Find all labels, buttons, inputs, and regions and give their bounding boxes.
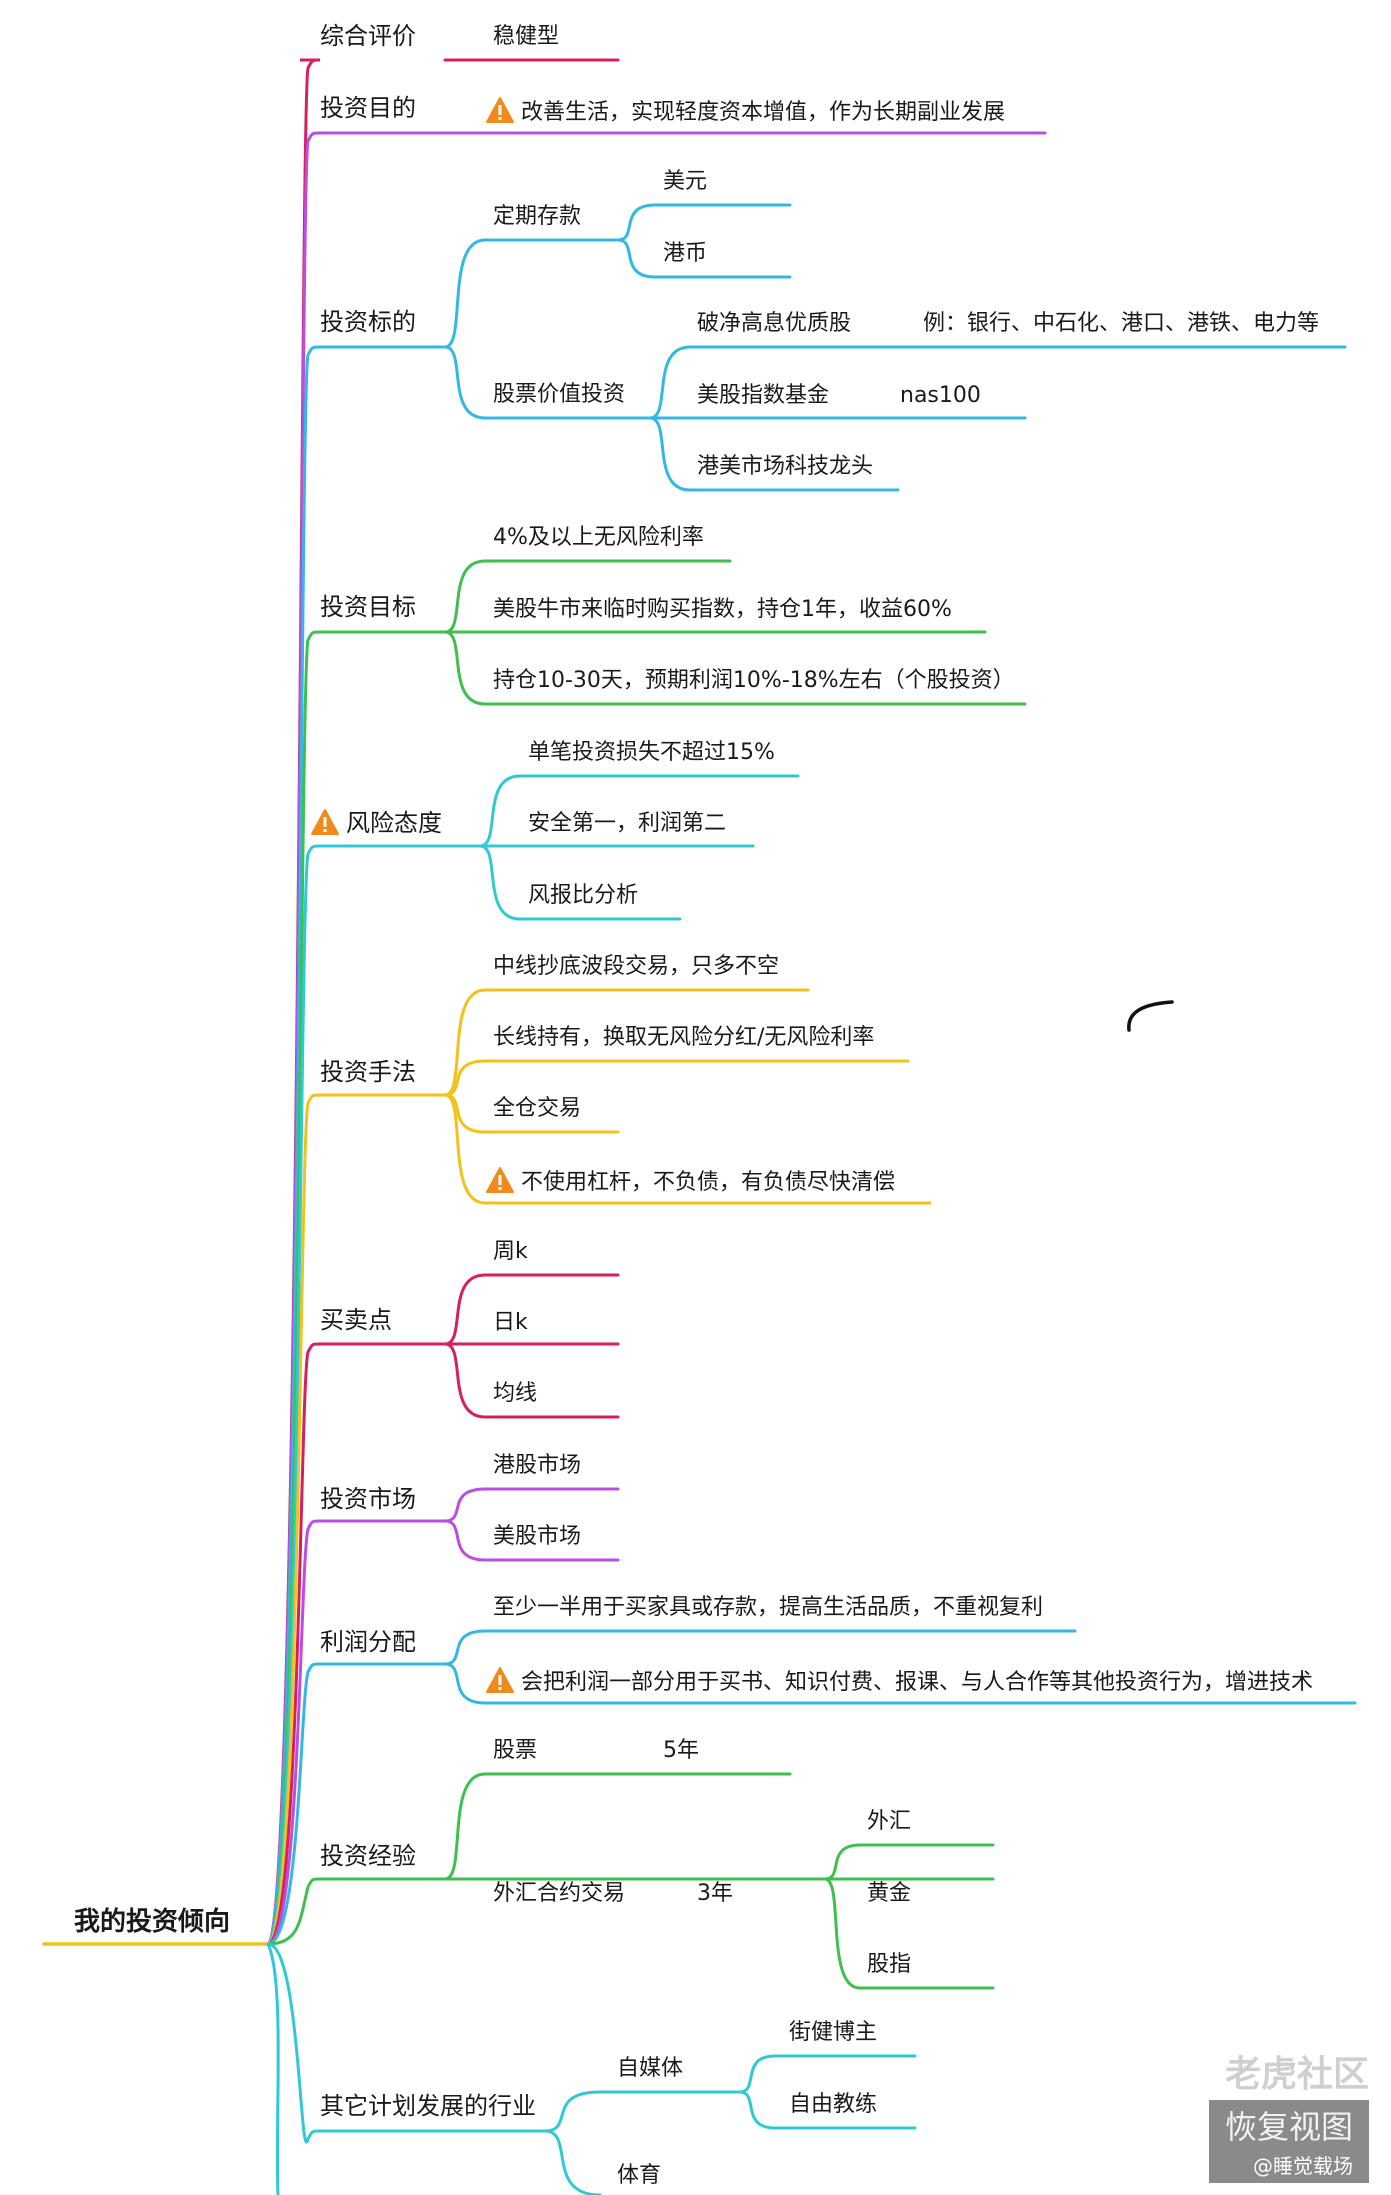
node-swing-trading[interactable]: 中线抄底波段交易，只多不空 [493,954,780,979]
watermark: 老虎社区 恢复视图 @睡觉载场 [1208,2054,1369,2183]
node-freelance-coach[interactable]: 自由教练 [789,2092,878,2117]
node-goal-us-bull-market[interactable]: 美股牛市来临时购买指数，持仓1年，收益60% [493,597,952,622]
node-street-workout-blogger[interactable]: 街健博主 [789,2020,878,2045]
node-stock-index[interactable]: 股指 [867,1952,912,1977]
connector-line [443,1273,487,1346]
connector-line [823,1843,862,1881]
pen-stroke-mark [1127,1000,1174,1032]
node-profit-reinvest[interactable]: 会把利润一部分用于买书、知识付费、报课、与人合作等其他投资行为，增进技术 [485,1666,1313,1697]
node-tech-leaders[interactable]: 港美市场科技龙头 [697,454,874,479]
node-profit-half[interactable]: 至少一半用于买家具或存款，提高生活品质，不重视复利 [493,1595,1044,1620]
branch-connector [267,1877,445,1946]
node-value-investing[interactable]: 股票价值投资 [493,382,626,407]
node-goal-risk-free-rate[interactable]: 4%及以上无风险利率 [493,525,704,550]
root-topic[interactable]: 我的投资倾向 [74,1907,231,1937]
branch-profit-allocation[interactable]: 利润分配 [320,1628,416,1656]
warning-icon [485,96,515,124]
node-no-leverage-label: 不使用杠杆，不负债，有负债尽快清偿 [521,1170,896,1195]
connector-line [443,1662,487,1705]
node-time-deposit[interactable]: 定期存款 [493,204,582,229]
node-sports[interactable]: 体育 [617,2163,662,2188]
node-no-leverage[interactable]: 不使用杠杆，不负债，有负债尽快清偿 [485,1166,895,1197]
node-high-yield-stocks-note: 例：银行、中石化、港口、港铁、电力等 [923,311,1320,336]
warning-icon [485,1666,515,1694]
watermark-brand: 老虎社区 [1224,2054,1369,2095]
restore-view-button[interactable]: 恢复视图 [1208,2100,1369,2150]
connector-line [478,844,522,921]
branch-investment-purpose[interactable]: 投资目的 [320,94,416,122]
node-us-index-fund-note: nas100 [900,383,981,408]
branch-connector [267,1942,545,2144]
node-long-term-hold[interactable]: 长线持有，换取无风险分红/无风险利率 [493,1025,875,1050]
connector-line [616,238,657,279]
connector-line [616,203,657,242]
node-us-market[interactable]: 美股市场 [493,1524,582,1549]
connector-line [543,2129,602,2195]
node-moving-average[interactable]: 均线 [493,1381,538,1406]
branch-investment-targets[interactable]: 投资标的 [320,308,416,336]
branch-risk-attitude[interactable]: 风险态度 [310,808,442,837]
node-exp-stocks[interactable]: 股票 [493,1738,538,1763]
node-hk-market[interactable]: 港股市场 [493,1453,582,1478]
node-hkd[interactable]: 港币 [663,241,708,266]
connector-line [823,1877,862,1990]
warning-icon [310,808,340,836]
connector-line [443,630,487,706]
branch-overall-rating[interactable]: 综合评价 [320,22,416,50]
branch-connector [267,1342,445,1946]
node-exp-fx-years: 3年 [697,1881,733,1906]
branch-investment-goals[interactable]: 投资目标 [320,593,416,621]
connector-line [443,1059,487,1097]
connector-line [648,416,692,492]
branch-connector [267,1662,445,1946]
connector-line [443,1342,487,1419]
branch-connector [266,844,480,1946]
node-max-loss[interactable]: 单笔投资损失不超过15% [528,740,775,765]
branch-connector [267,1519,445,1946]
watermark-user: @睡觉载场 [1208,2150,1369,2183]
connector-line [543,2090,602,2133]
node-daily-k[interactable]: 日k [493,1310,528,1335]
connector-line [443,1772,487,1881]
node-exp-fx-contracts[interactable]: 外汇合约交易 [493,1881,626,1906]
node-us-index-fund[interactable]: 美股指数基金 [697,383,830,408]
connector-line [443,559,487,634]
connector-line [443,988,487,1097]
node-gold[interactable]: 黄金 [867,1881,912,1906]
connector-line [443,1519,487,1562]
node-purpose-detail[interactable]: 改善生活，实现轻度资本增值，作为长期副业发展 [485,96,1005,127]
branch-connector [266,1093,445,1946]
branch-investment-methods[interactable]: 投资手法 [320,1058,416,1086]
connector-line [478,774,522,848]
node-exp-stocks-years: 5年 [663,1738,699,1763]
branch-trade-points[interactable]: 买卖点 [320,1306,392,1334]
node-purpose-label: 改善生活，实现轻度资本增值，作为长期副业发展 [521,100,1006,125]
connector-line [738,2054,777,2094]
node-forex[interactable]: 外汇 [867,1809,912,1834]
connector-line [738,2090,777,2130]
branch-investment-experience[interactable]: 投资经验 [320,1842,416,1870]
node-high-yield-stocks[interactable]: 破净高息优质股 [697,311,852,336]
node-steady-type[interactable]: 稳健型 [493,24,560,49]
node-risk-reward[interactable]: 风报比分析 [528,883,639,908]
branch-connector [266,1942,280,2195]
connector-line [443,238,487,349]
node-weekly-k[interactable]: 周k [493,1239,528,1264]
node-profit-reinvest-label: 会把利润一部分用于买书、知识付费、报课、与人合作等其他投资行为，增进技术 [521,1670,1314,1695]
connector-line [443,345,487,420]
node-usd[interactable]: 美元 [663,169,708,194]
branch-investment-markets[interactable]: 投资市场 [320,1485,416,1513]
connector-line [648,345,692,420]
connector-line [443,1093,487,1205]
connector-line [443,1629,487,1666]
warning-icon [485,1166,515,1194]
node-self-media[interactable]: 自媒体 [617,2056,684,2081]
branch-risk-attitude-label: 风险态度 [346,809,442,837]
branch-other-industries[interactable]: 其它计划发展的行业 [320,2092,536,2120]
node-goal-short-term[interactable]: 持仓10-30天，预期利润10%-18%左右（个股投资） [493,668,1015,693]
connector-line [443,1487,487,1523]
node-safety-first[interactable]: 安全第一，利润第二 [528,811,727,836]
node-full-position[interactable]: 全仓交易 [493,1096,582,1121]
